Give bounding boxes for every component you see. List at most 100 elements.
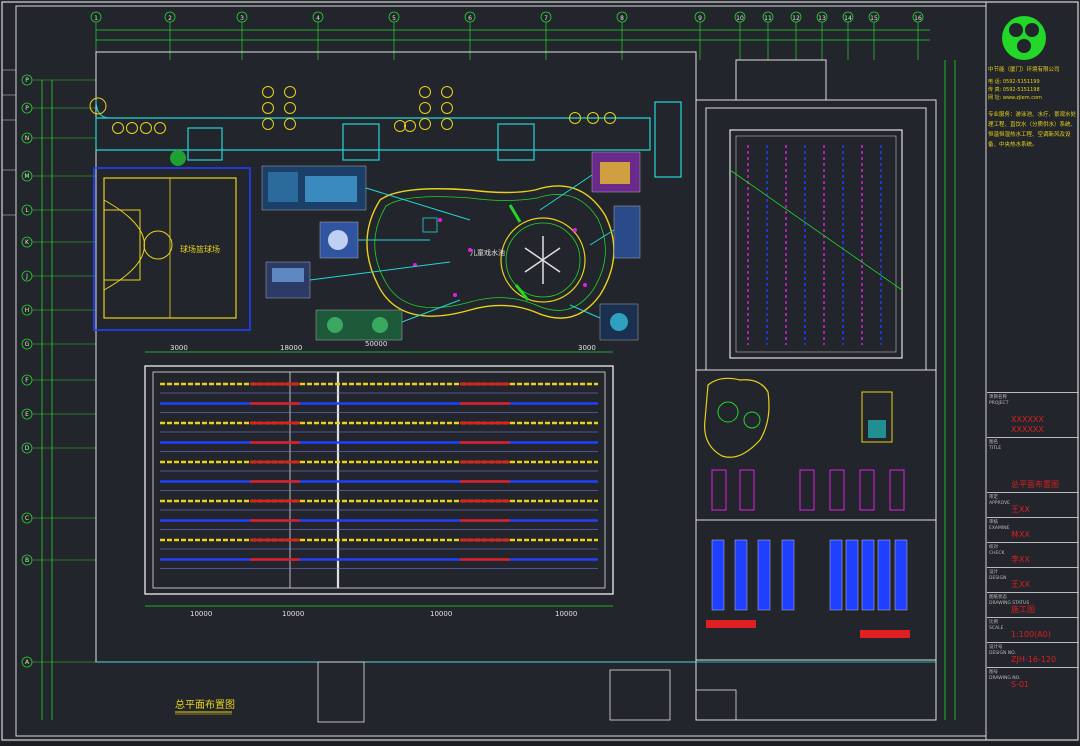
title-block-row-value: 施工图	[1011, 605, 1035, 614]
tree-icon	[569, 112, 581, 124]
landscape-walkway	[95, 99, 682, 178]
grid-row-label: P	[25, 77, 29, 84]
tree-icon	[284, 86, 296, 98]
svg-text:3000: 3000	[170, 344, 188, 352]
grid-column-label: 16	[914, 15, 922, 22]
top-dimension-chain	[96, 29, 930, 41]
locker-rooms	[706, 469, 910, 638]
title-block	[985, 2, 1046, 740]
left-dimension-chain	[41, 80, 53, 720]
title-block-row-value: 林XX	[1011, 530, 1030, 539]
tree-icon	[441, 102, 453, 114]
contact-line: 电 话: 0592-5151199	[988, 79, 1040, 85]
tree-icon	[419, 118, 431, 130]
title-block-row-label: 设计号 DESIGN NO.	[989, 645, 1016, 656]
tree-icon	[262, 118, 274, 130]
title-block-row-value: 李XX	[1011, 555, 1030, 564]
title-block-row-label: 图名 TITLE	[989, 440, 1002, 451]
tree-icon	[140, 122, 152, 134]
title-block-row-label: 图号 DRAWING NO.	[989, 670, 1021, 681]
company-logo-icon	[1002, 16, 1046, 60]
title-block-row-label: 审定 APPROVE	[989, 495, 1011, 506]
contact-line: 传 真: 0592-5151198	[988, 87, 1040, 93]
grid-column-label: 10	[736, 15, 744, 22]
title-block-row-label: 图纸状态 DRAWING STATUS	[989, 595, 1030, 606]
grid-column-label: 11	[764, 15, 772, 22]
title-block-row: 校对 CHECK 李XX	[987, 542, 1079, 567]
title-block-row-label: 审核 EXAMINE	[989, 520, 1010, 531]
svg-text:10000: 10000	[190, 610, 212, 618]
tree-icon	[404, 120, 416, 132]
grid-column-label: 6	[468, 15, 472, 22]
tree-icon	[394, 120, 406, 132]
tree-icon	[604, 112, 616, 124]
tree-symbols	[89, 86, 616, 166]
grid-row-label: N	[25, 135, 30, 142]
grid-column-label: 8	[620, 15, 624, 22]
title-block-row-value: 1:100(A0)	[1011, 630, 1051, 639]
svg-text:10000: 10000	[282, 610, 304, 618]
pool-lane-ropes	[160, 382, 598, 569]
basketball-court: 球场篮球场	[93, 167, 251, 331]
grid-row-label: L	[25, 207, 29, 214]
grid-row-label: B	[25, 557, 29, 564]
reference-photos	[261, 151, 641, 341]
title-block-row-label: 比例 SCALE	[989, 620, 1004, 631]
grid-column-label: 14	[844, 15, 852, 22]
grid-row-label: D	[25, 445, 30, 452]
pool-dimension-top: 3000 18000 50000 3000	[145, 340, 613, 353]
grid-column-label: 13	[818, 15, 826, 22]
title-block-row-value: 总平面布置图	[1011, 480, 1059, 489]
pool-dimension-bottom: 10000 10000 10000 10000	[145, 605, 613, 618]
site-boundary	[95, 51, 697, 663]
grid-row-label: E	[25, 411, 29, 418]
title-block-row: 图名 TITLE 总平面布置图	[987, 437, 1079, 492]
svg-text:10000: 10000	[430, 610, 452, 618]
grid-row-label: M	[24, 173, 29, 180]
tree-icon	[262, 86, 274, 98]
main-swimming-pool	[144, 365, 614, 595]
indoor-pool-lanes	[729, 145, 903, 345]
title-block-row-label: 设计 DESIGN	[989, 570, 1007, 581]
tree-icon	[126, 122, 138, 134]
grid-row-label: K	[25, 239, 30, 246]
title-block-row-value: 王XX	[1011, 505, 1030, 514]
grid-row-label: A	[25, 659, 30, 666]
grid-row-label: H	[25, 307, 30, 314]
spa-pool	[704, 377, 893, 458]
revision-strip	[2, 69, 16, 216]
grid-column-label: 1	[94, 15, 98, 22]
grid-row-label: J	[25, 273, 28, 280]
svg-text:10000: 10000	[555, 610, 577, 618]
title-block-row-label: 校对 CHECK	[989, 545, 1005, 556]
tree-icon	[284, 118, 296, 130]
tree-icon	[154, 122, 166, 134]
title-block-row-value: XXXXXX XXXXXX	[1011, 415, 1044, 434]
grid-column-label: 7	[544, 15, 548, 22]
grid-row-label: C	[25, 515, 29, 522]
grid-column-label: 12	[792, 15, 800, 22]
title-block-row-value: S-01	[1011, 680, 1030, 689]
tree-icon	[441, 118, 453, 130]
grid-column-label: 4	[316, 15, 320, 22]
svg-text:3000: 3000	[578, 344, 596, 352]
tree-icon	[441, 86, 453, 98]
grid-column-label: 2	[168, 15, 172, 22]
basketball-label: 球场篮球场	[180, 244, 220, 254]
inner-frame	[15, 5, 987, 737]
tree-icon	[587, 112, 599, 124]
grid-row-label: G	[25, 341, 30, 348]
drawing-title: 总平面布置图	[175, 698, 235, 711]
grid-column-label: 15	[870, 15, 878, 22]
svg-text:18000: 18000	[280, 344, 302, 352]
